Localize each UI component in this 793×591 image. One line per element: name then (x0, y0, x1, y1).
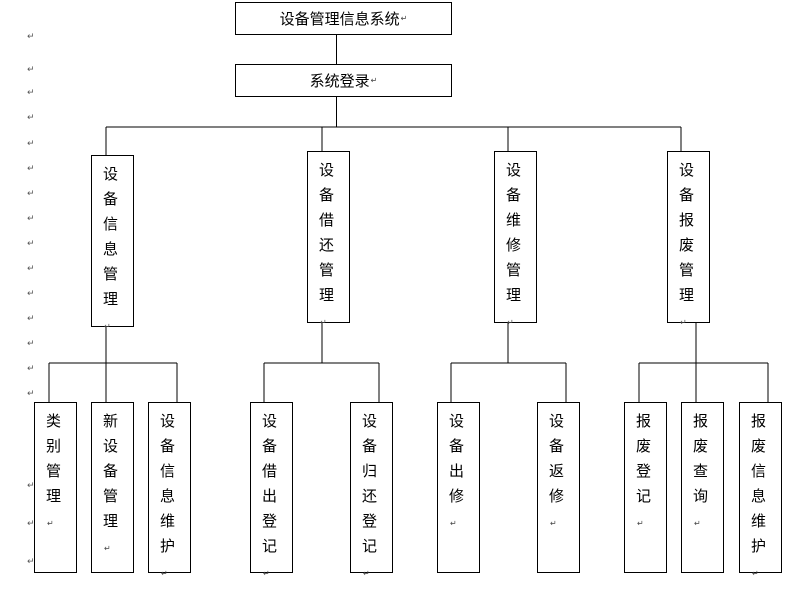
leaf-node-back-repair: 设备返修↵ (537, 402, 580, 573)
module-node-maintenance: 设备维修管理↵ (494, 151, 537, 327)
paragraph-mark-icon: ↵ (320, 318, 327, 327)
leaf-label: 设备归还登记↵ (362, 412, 378, 578)
paragraph-mark-icon: ↵ (507, 318, 514, 327)
root-node: 设备管理信息系统↵ (235, 2, 452, 35)
leaf-label: 类别管理↵ (46, 412, 62, 528)
leaf-node-return: 设备归还登记↵ (350, 402, 393, 578)
leaf-label: 报废信息维护↵ (751, 412, 767, 578)
paragraph-mark-icon: ↵ (27, 364, 35, 374)
module-node-equipment-info: 设备信息管理↵ (91, 155, 134, 331)
paragraph-mark-icon: ↵ (27, 519, 35, 529)
paragraph-mark-icon: ↵ (104, 544, 111, 553)
paragraph-mark-icon: ↵ (400, 14, 408, 23)
module-node-borrow-return: 设备借还管理↵ (307, 151, 350, 327)
paragraph-mark-icon: ↵ (27, 389, 35, 399)
leaf-node-scrap-register: 报废登记↵ (624, 402, 667, 573)
paragraph-mark-icon: ↵ (27, 339, 35, 349)
paragraph-mark-icon: ↵ (27, 239, 35, 249)
paragraph-mark-icon: ↵ (27, 88, 35, 98)
leaf-node-scrap-query: 报废查询↵ (681, 402, 724, 573)
paragraph-mark-icon: ↵ (27, 189, 35, 199)
leaf-node-lend: 设备借出登记↵ (250, 402, 293, 578)
leaf-label: 报废登记↵ (636, 412, 652, 528)
paragraph-mark-icon: ↵ (550, 519, 557, 528)
leaf-node-new-equipment: 新设备管理↵ (91, 402, 134, 573)
paragraph-mark-icon: ↵ (27, 264, 35, 274)
paragraph-mark-icon: ↵ (27, 557, 35, 567)
leaf-label: 报废查询↵ (693, 412, 709, 528)
paragraph-mark-icon: ↵ (27, 139, 35, 149)
leaf-node-category: 类别管理↵ (34, 402, 77, 573)
paragraph-mark-icon: ↵ (363, 569, 370, 578)
paragraph-mark-icon: ↵ (680, 318, 687, 327)
leaf-node-info-maintain: 设备信息维护↵ (148, 402, 191, 578)
leaf-label: 设备借出登记↵ (262, 412, 278, 578)
paragraph-mark-icon: ↵ (161, 569, 168, 578)
paragraph-mark-icon: ↵ (27, 481, 35, 491)
leaf-node-send-repair: 设备出修↵ (437, 402, 480, 573)
paragraph-mark-icon: ↵ (27, 65, 35, 75)
paragraph-mark-icon: ↵ (47, 519, 54, 528)
paragraph-mark-icon: ↵ (104, 322, 111, 331)
leaf-node-scrap-maintain: 报废信息维护↵ (739, 402, 782, 578)
leaf-label: 设备出修↵ (449, 412, 465, 528)
leaf-label: 设备返修↵ (549, 412, 565, 528)
root-node-label: 设备管理信息系统 (279, 10, 400, 28)
login-node-label: 系统登录 (309, 72, 370, 90)
leaf-label: 设备信息维护↵ (160, 412, 176, 578)
module-label: 设备借还管理↵ (319, 161, 335, 327)
module-node-scrap: 设备报废管理↵ (667, 151, 710, 327)
paragraph-mark-icon: ↵ (27, 214, 35, 224)
paragraph-mark-icon: ↵ (370, 76, 378, 85)
paragraph-mark-icon: ↵ (752, 569, 759, 578)
paragraph-mark-icon: ↵ (27, 164, 35, 174)
login-node: 系统登录↵ (235, 64, 452, 97)
module-label: 设备信息管理↵ (103, 165, 119, 331)
module-label: 设备报废管理↵ (679, 161, 695, 327)
paragraph-mark-icon: ↵ (27, 314, 35, 324)
paragraph-mark-icon: ↵ (27, 289, 35, 299)
paragraph-mark-icon: ↵ (263, 569, 270, 578)
leaf-label: 新设备管理↵ (103, 412, 119, 553)
paragraph-mark-icon: ↵ (694, 519, 701, 528)
module-label: 设备维修管理↵ (506, 161, 522, 327)
paragraph-mark-icon: ↵ (27, 113, 35, 123)
paragraph-mark-icon: ↵ (450, 519, 457, 528)
paragraph-mark-icon: ↵ (27, 32, 35, 42)
paragraph-mark-icon: ↵ (637, 519, 644, 528)
